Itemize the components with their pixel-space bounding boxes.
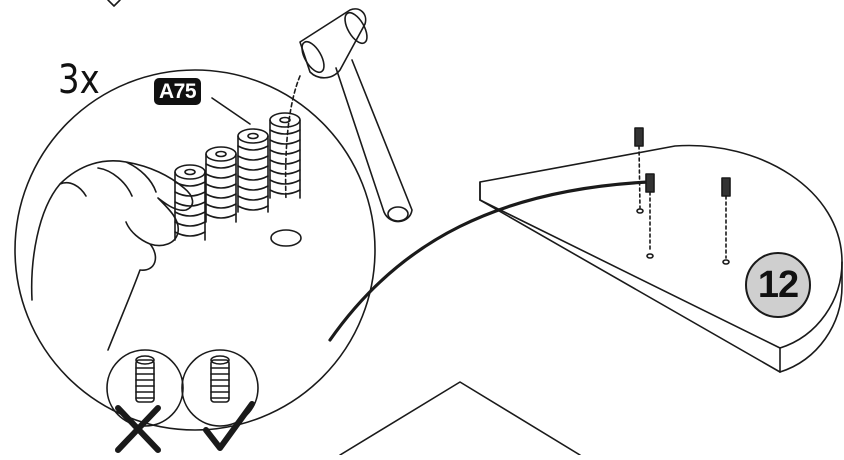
strike-path [284, 75, 301, 201]
shelf-dowel-2 [645, 173, 655, 259]
cross-icon [115, 405, 161, 453]
dowel-stack-3 [205, 146, 237, 223]
wrong-dowel-thumbnail [106, 349, 184, 427]
shelf-dowel-1 [634, 127, 644, 214]
dowel-stack-4 [174, 164, 206, 241]
hammer-icon [299, 8, 413, 223]
part-leader-line [211, 97, 251, 125]
round-shelf-board [479, 144, 843, 373]
next-panel-outline [339, 381, 581, 456]
target-hole [270, 229, 302, 247]
hand-icon [30, 160, 194, 351]
part-code-badge: A75 [154, 78, 202, 105]
wrong-dowel-icon [135, 355, 155, 403]
step-number-badge: 12 [745, 252, 811, 318]
right-dowel-icon [210, 355, 230, 403]
detail-magnifier [14, 69, 376, 431]
right-dowel-thumbnail [181, 349, 259, 427]
dowel-stack-2 [237, 128, 269, 213]
detail-connector [328, 180, 650, 342]
shelf-dowel-3 [721, 177, 731, 265]
hidden-part-icon [107, 0, 121, 7]
dowel-stack-1 [269, 112, 301, 199]
checkmark-icon [203, 401, 255, 451]
quantity-label: 3x [58, 57, 100, 103]
